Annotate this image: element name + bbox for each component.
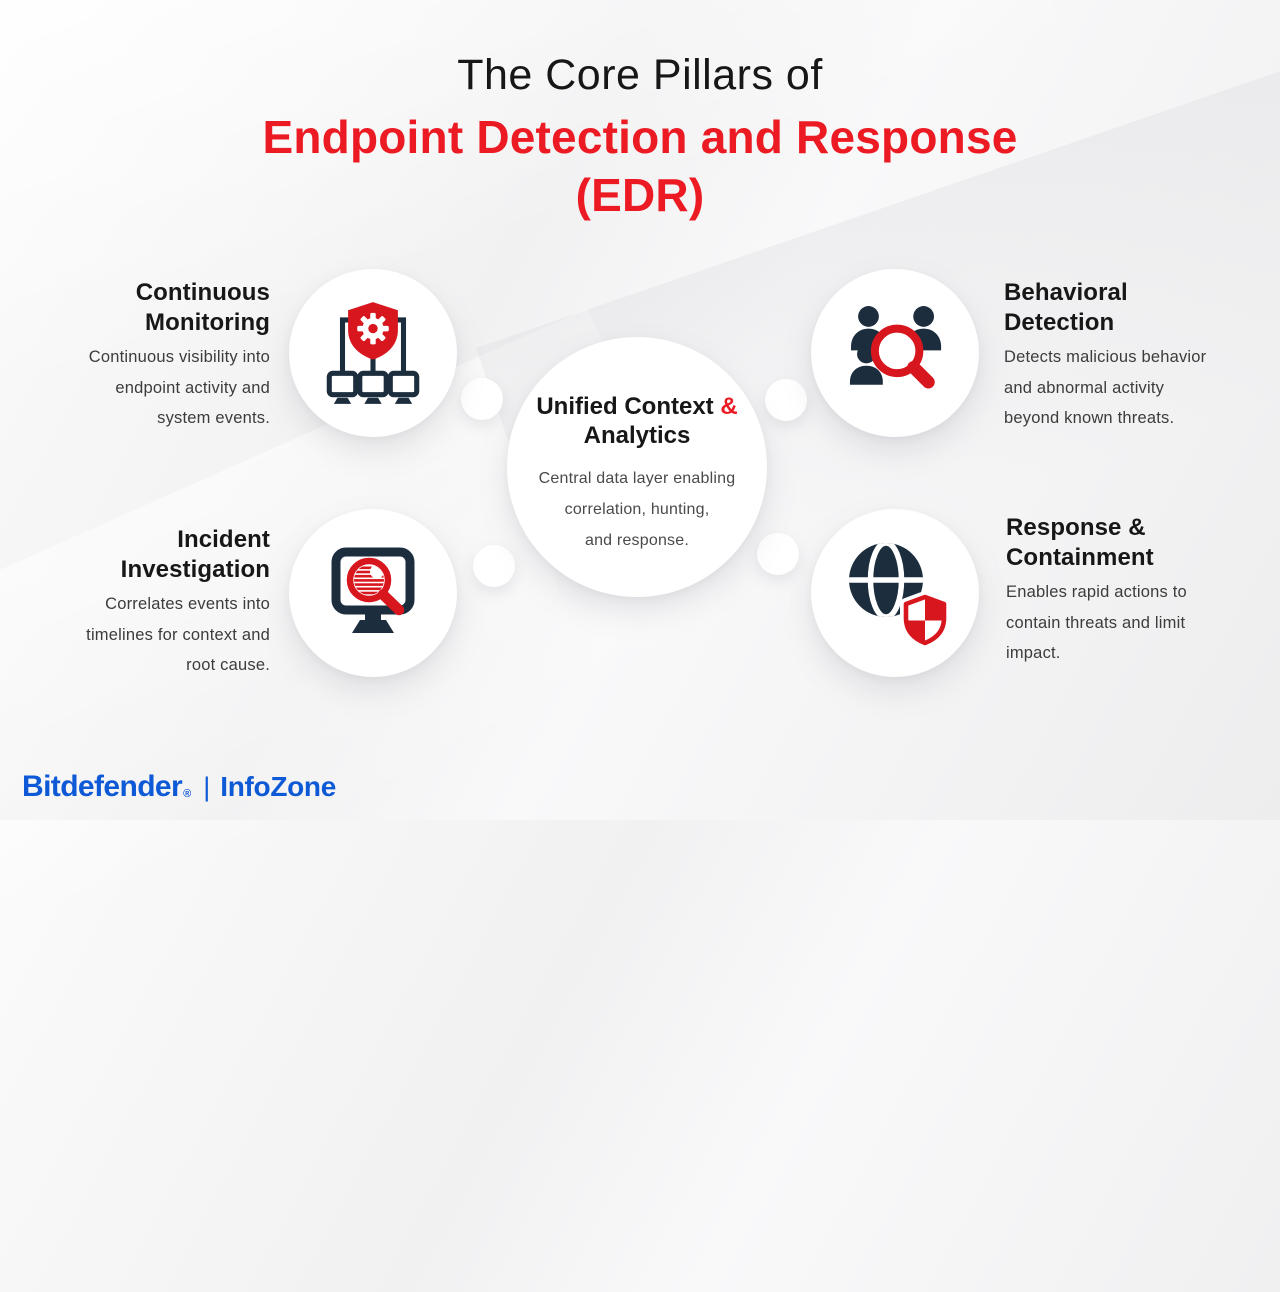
- center-heading: Unified Context & Analytics: [536, 392, 737, 450]
- body-line: Detects malicious behavior: [1004, 348, 1207, 366]
- pillar-heading: Behavioral Detection: [1004, 278, 1266, 338]
- pillar-body: Enables rapid actions to contain threats…: [1006, 577, 1268, 669]
- title-line-3: (EDR): [575, 169, 705, 221]
- pillar-heading: Response & Containment: [1006, 513, 1268, 573]
- footer-brand: Bitdefender ® | InfoZone: [22, 770, 336, 804]
- pillar-response-containment-text: Response & Containment Enables rapid act…: [1006, 513, 1268, 669]
- center-body: Central data layer enabling correlation,…: [539, 463, 736, 556]
- title-line-1: The Core Pillars of: [457, 51, 823, 99]
- globe-shield-icon: [849, 543, 950, 649]
- body-line: endpoint activity and: [115, 378, 270, 397]
- body-line: contain threats and limit: [1006, 613, 1186, 632]
- title-line-2: Endpoint Detection and Response: [262, 111, 1018, 163]
- gear-icon: [357, 312, 389, 345]
- body-line: root cause.: [186, 656, 270, 674]
- heading-line: Behavioral: [1004, 279, 1128, 306]
- body-line: Enables rapid actions to: [1006, 583, 1187, 601]
- bitdefender-logo: Bitdefender: [22, 770, 183, 803]
- center-heading-main: Unified Context: [536, 393, 721, 420]
- body-line: Correlates events into: [105, 595, 270, 613]
- pillar-circle-incident-investigation: [289, 509, 457, 677]
- body-line: correlation, hunting,: [564, 501, 710, 518]
- pillar-heading: Continuous Monitoring: [8, 278, 270, 338]
- body-line: beyond known threats.: [1004, 409, 1175, 427]
- pillar-body: Detects malicious behavior and abnormal …: [1004, 342, 1266, 434]
- heading-line: Containment: [1006, 544, 1154, 571]
- heading-line: Continuous: [135, 279, 270, 306]
- center-heading-ampersand: &: [720, 393, 738, 420]
- connector-dot: [765, 379, 807, 421]
- pillar-circle-continuous-monitoring: [289, 269, 457, 437]
- body-line: impact.: [1006, 644, 1061, 662]
- pillar-behavioral-detection-text: Behavioral Detection Detects malicious b…: [1004, 278, 1266, 434]
- connector-dot: [473, 545, 515, 587]
- body-line: and abnormal activity: [1004, 378, 1165, 397]
- pillar-circle-response-containment: [811, 509, 979, 677]
- pillar-body: Correlates events into timelines for con…: [8, 589, 270, 681]
- separator: |: [203, 772, 211, 802]
- registered-mark: ®: [183, 788, 192, 800]
- heading-line: Investigation: [120, 556, 270, 583]
- infozone-label: InfoZone: [220, 771, 337, 802]
- pillar-continuous-monitoring-text: Continuous Monitoring Continuous visibil…: [8, 278, 270, 434]
- body-line: system events.: [157, 409, 270, 427]
- body-line: Central data layer enabling: [538, 470, 736, 487]
- heading-line: Response &: [1006, 514, 1146, 541]
- pillar-incident-investigation-text: Incident Investigation Correlates events…: [8, 525, 270, 681]
- people-magnifier-icon: [849, 306, 942, 389]
- network-shield-icon: [326, 302, 420, 404]
- connector-dot: [757, 533, 799, 575]
- center-circle-unified-context: Unified Context & Analytics Central data…: [507, 337, 767, 597]
- heading-line: Incident: [177, 526, 270, 553]
- page-title: The Core Pillars of Endpoint Detection a…: [0, 50, 1280, 224]
- body-line: and response.: [584, 532, 689, 549]
- pillar-circle-behavioral-detection: [811, 269, 979, 437]
- heading-line: Detection: [1004, 309, 1115, 336]
- connector-dot: [461, 378, 503, 420]
- heading-line: Monitoring: [145, 309, 270, 336]
- pillar-body: Continuous visibility into endpoint acti…: [8, 342, 270, 434]
- body-line: Continuous visibility into: [88, 348, 270, 366]
- body-line: timelines for context and: [86, 625, 270, 644]
- center-heading-line2: Analytics: [583, 422, 691, 449]
- monitor-magnifier-icon: [331, 547, 415, 633]
- pillar-heading: Incident Investigation: [8, 525, 270, 585]
- infographic: The Core Pillars of Endpoint Detection a…: [0, 50, 1280, 804]
